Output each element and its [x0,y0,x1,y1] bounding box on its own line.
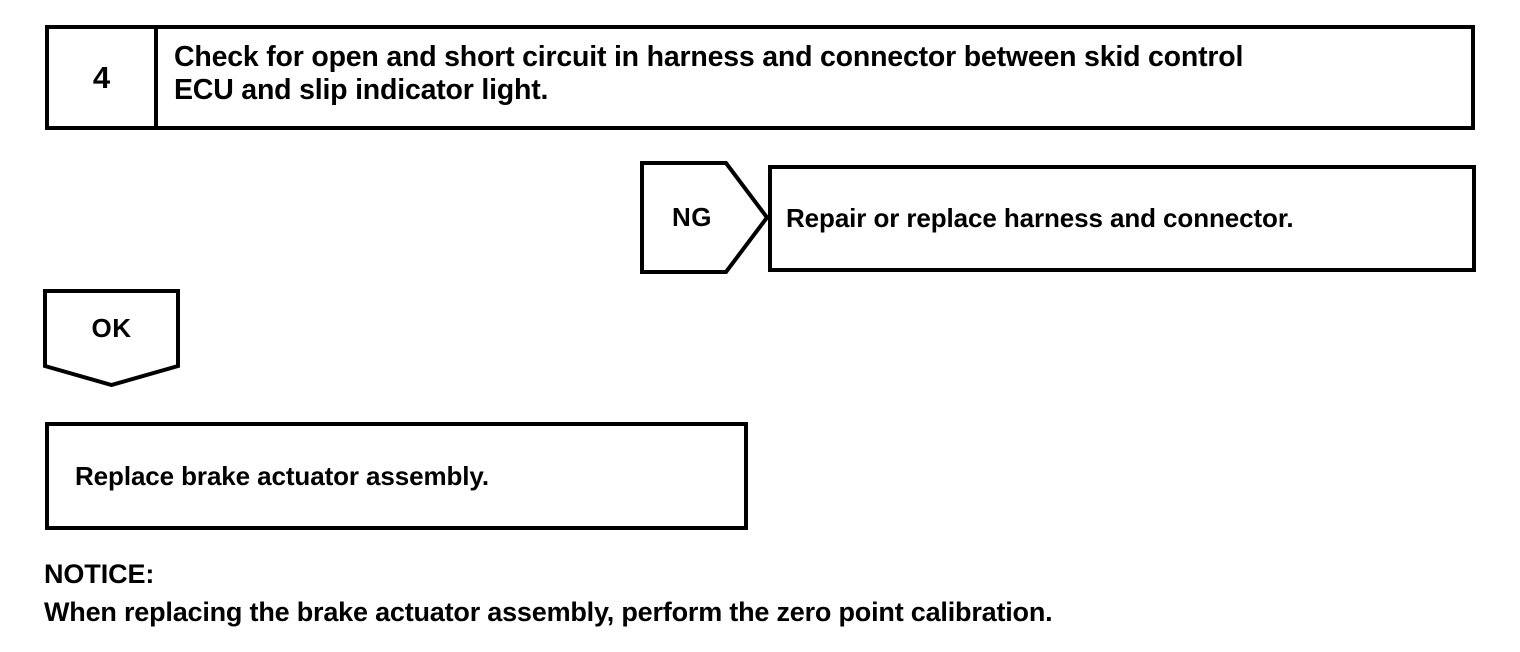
notice-title: NOTICE: [44,559,155,589]
step-instruction-cell: Check for open and short circuit in harn… [162,29,1471,126]
ng-result-box: Repair or replace harness and connector. [768,165,1476,272]
ok-branch-tag: OK [43,289,183,387]
notice-body: When replacing the brake actuator assemb… [44,597,1053,627]
step-4-box: 4 Check for open and short circuit in ha… [45,25,1475,130]
notice-block: NOTICE: When replacing the brake actuato… [44,556,1444,633]
ok-result-text: Replace brake actuator assembly. [75,460,489,491]
step-instruction-line-2: ECU and slip indicator light. [174,74,549,106]
ng-pentagon-icon [640,161,770,274]
ng-branch-tag: NG [640,161,770,274]
ng-result-text: Repair or replace harness and connector. [786,203,1294,233]
step-number: 4 [92,59,111,95]
ng-label: NG [672,202,712,232]
ok-pentagon-icon [43,289,180,387]
step-instruction-line-1: Check for open and short circuit in harn… [174,41,1244,73]
ok-label: OK [91,312,132,343]
step-number-cell: 4 [49,29,158,126]
ok-result-box: Replace brake actuator assembly. [45,422,748,530]
